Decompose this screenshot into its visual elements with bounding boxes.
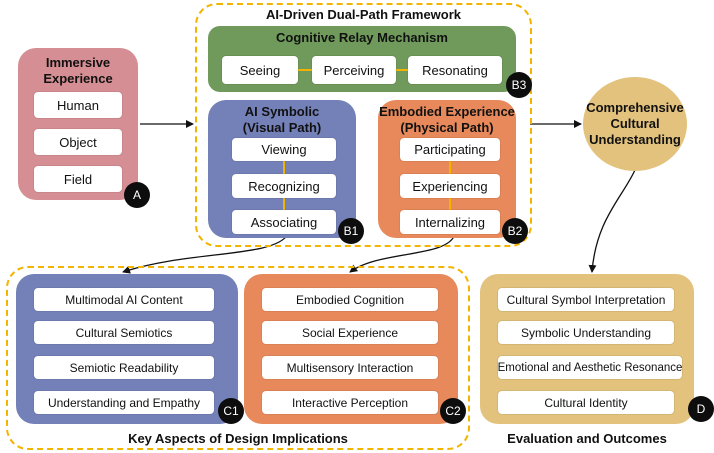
comprehensive-line3: Understanding [589, 132, 681, 147]
relay-item-seeing: Seeing [222, 56, 298, 84]
ai-symbolic-item-associating: Associating [232, 210, 336, 234]
ai-symbolic-title-line2: (Visual Path) [242, 120, 322, 135]
c1-item-cultural-semiotics: Cultural Semiotics [34, 321, 214, 344]
ai-symbolic-title-line1: AI Symbolic [244, 104, 320, 119]
embodied-item-participating: Participating [400, 138, 500, 161]
design-implications-container [6, 266, 470, 450]
badge-a: A [124, 182, 150, 208]
outcomes-item-emotional-and-aesthetic-resonance: Emotional and Aesthetic Resonance [498, 356, 682, 379]
immersive-item-human: Human [34, 92, 122, 118]
framework-title: AI-Driven Dual-Path Framework [265, 7, 462, 22]
outcomes-item-symbolic-understanding: Symbolic Understanding [498, 321, 674, 344]
relay-item-resonating: Resonating [408, 56, 502, 84]
relay-title: Cognitive Relay Mechanism [276, 30, 448, 45]
c1-item-semiotic-readability: Semiotic Readability [34, 356, 214, 379]
relay-connector-lines [298, 69, 408, 71]
badge-b2: B2 [502, 218, 528, 244]
badge-b1: B1 [338, 218, 364, 244]
embodied-title-line2: (Physical Path) [400, 120, 494, 135]
c2-item-interactive-perception: Interactive Perception [262, 391, 438, 414]
immersive-title: Immersive Experience [43, 55, 113, 86]
comprehensive-line2: Cultural [610, 116, 660, 131]
ai-symbolic-item-viewing: Viewing [232, 138, 336, 161]
badge-b3: B3 [506, 72, 532, 98]
arrow-understanding-to-outcomes [588, 169, 636, 273]
ai-symbolic-connector-lines [283, 161, 285, 210]
comprehensive-understanding-circle [583, 77, 687, 171]
embodied-title-line1: Embodied Experience [379, 104, 515, 119]
immersive-item-field: Field [34, 166, 122, 192]
comprehensive-line1: Comprehensive [586, 100, 684, 115]
c1-item-multimodal-ai-content: Multimodal AI Content [34, 288, 214, 311]
c2-item-multisensory-interaction: Multisensory Interaction [262, 356, 438, 379]
c2-item-embodied-cognition: Embodied Cognition [262, 288, 438, 311]
c1-item-understanding-and-empathy: Understanding and Empathy [34, 391, 214, 414]
ai-symbolic-item-recognizing: Recognizing [232, 174, 336, 198]
badge-c2: C2 [440, 398, 466, 424]
outcomes-caption: Evaluation and Outcomes [507, 431, 667, 446]
embodied-item-internalizing: Internalizing [400, 210, 500, 234]
immersive-item-object: Object [34, 129, 122, 155]
outcomes-item-cultural-symbol-interpretation: Cultural Symbol Interpretation [498, 288, 674, 311]
embodied-item-experiencing: Experiencing [400, 174, 500, 198]
badge-d: D [688, 396, 714, 422]
design-implications-caption: Key Aspects of Design Implications [128, 431, 348, 446]
embodied-connector-lines [449, 161, 451, 210]
framework-container [195, 3, 532, 247]
c2-item-social-experience: Social Experience [262, 321, 438, 344]
badge-c1: C1 [218, 398, 244, 424]
relay-item-perceiving: Perceiving [312, 56, 396, 84]
outcomes-item-cultural-identity: Cultural Identity [498, 391, 674, 414]
